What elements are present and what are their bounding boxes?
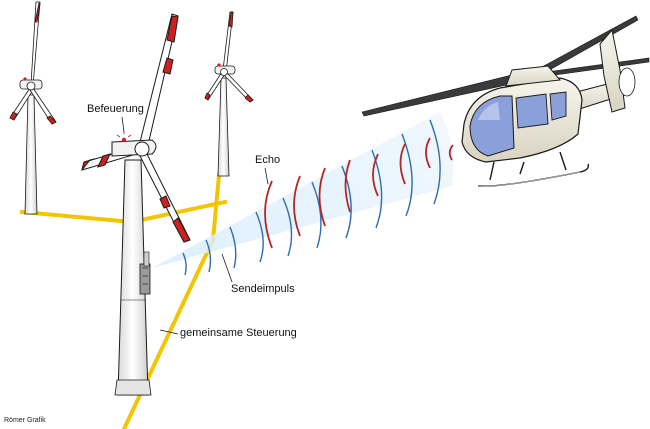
warning-light-icon — [23, 63, 221, 143]
main-rotor — [361, 15, 650, 117]
cable-center-right — [129, 199, 228, 225]
echo-arcs — [264, 137, 454, 249]
label-echo: Echo — [255, 154, 281, 166]
radar-beam — [152, 112, 454, 268]
cockpit-glass — [469, 95, 515, 157]
wind-turbine-icon — [204, 11, 254, 177]
radar-sensor-icon — [139, 251, 151, 295]
control-cables — [19, 172, 228, 429]
cable-right — [210, 172, 222, 243]
cable-left — [19, 209, 135, 225]
helicopter-icon — [361, 15, 650, 187]
leader-lines — [121, 116, 269, 335]
label-common-control: gemeinsame Steuerung — [180, 327, 297, 339]
wind-turbine-icon — [9, 1, 57, 215]
label-transmit-pulse: Sendeimpuls — [231, 283, 295, 295]
label-lighting: Befeuerung — [87, 103, 144, 115]
cable-bottom — [121, 237, 216, 429]
wind-turbine-icon — [81, 13, 191, 396]
credit-text: Römer Grafik — [4, 417, 46, 424]
